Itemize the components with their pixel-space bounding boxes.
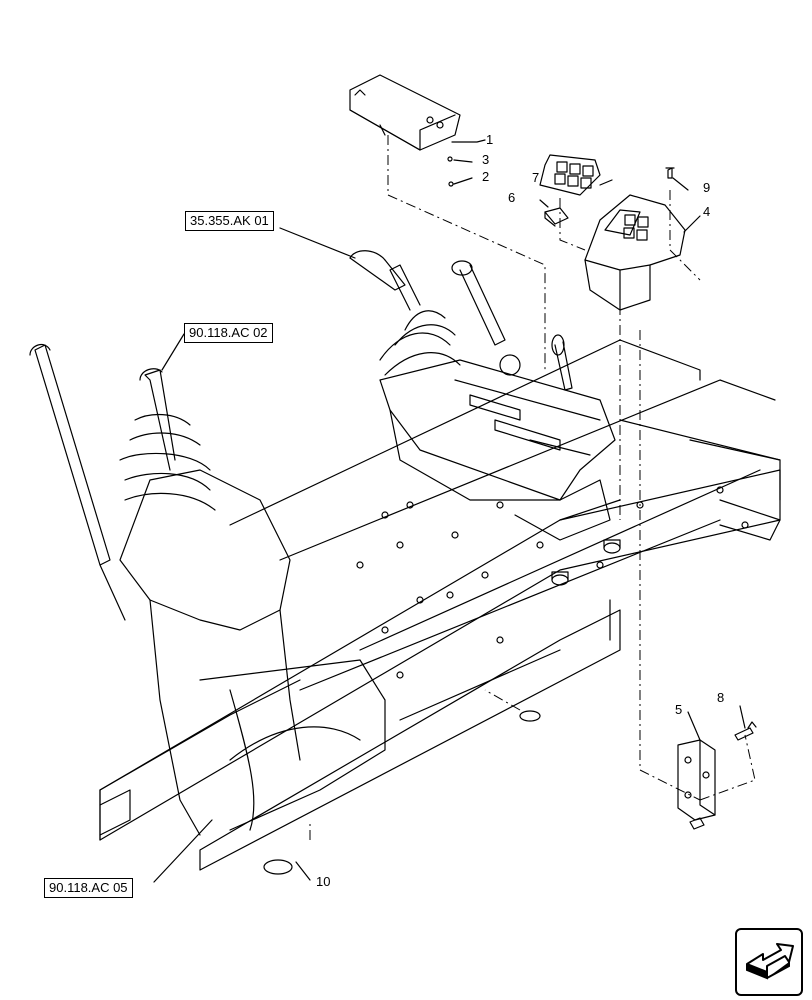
frame-nuts xyxy=(551,539,621,586)
screw xyxy=(689,721,757,830)
callout-6: 6 xyxy=(508,190,516,205)
reference-35-355[interactable]: 35.355.AK 01 xyxy=(185,211,274,231)
right-console xyxy=(349,250,616,541)
callout-9: 9 xyxy=(703,180,711,195)
left-console xyxy=(119,368,386,836)
housing xyxy=(584,194,686,311)
plate-holes xyxy=(356,486,749,679)
grommet xyxy=(519,710,541,722)
reference-90-118-ac05[interactable]: 90.118.AC 05 xyxy=(44,878,133,898)
switch xyxy=(544,207,569,227)
left-lever xyxy=(29,343,126,621)
callout-10: 10 xyxy=(316,874,331,889)
reference-90-118-ac02[interactable]: 90.118.AC 02 xyxy=(184,323,273,343)
arrow-glyph xyxy=(746,943,794,980)
bracket xyxy=(677,739,716,821)
callout-1: 1 xyxy=(486,132,494,147)
controller-module xyxy=(349,74,461,151)
callout-4: 4 xyxy=(703,204,711,219)
pin xyxy=(448,181,454,187)
callout-3: 3 xyxy=(482,152,490,167)
keypad xyxy=(539,154,601,196)
washer xyxy=(447,156,453,162)
callout-8: 8 xyxy=(717,690,725,705)
callout-2: 2 xyxy=(482,169,490,184)
screw-9 xyxy=(665,167,675,179)
floor-frame xyxy=(99,339,781,871)
callout-5: 5 xyxy=(675,702,683,717)
callout-7: 7 xyxy=(532,170,540,185)
next-page-arrow-icon[interactable] xyxy=(735,928,803,996)
plug xyxy=(263,859,293,875)
